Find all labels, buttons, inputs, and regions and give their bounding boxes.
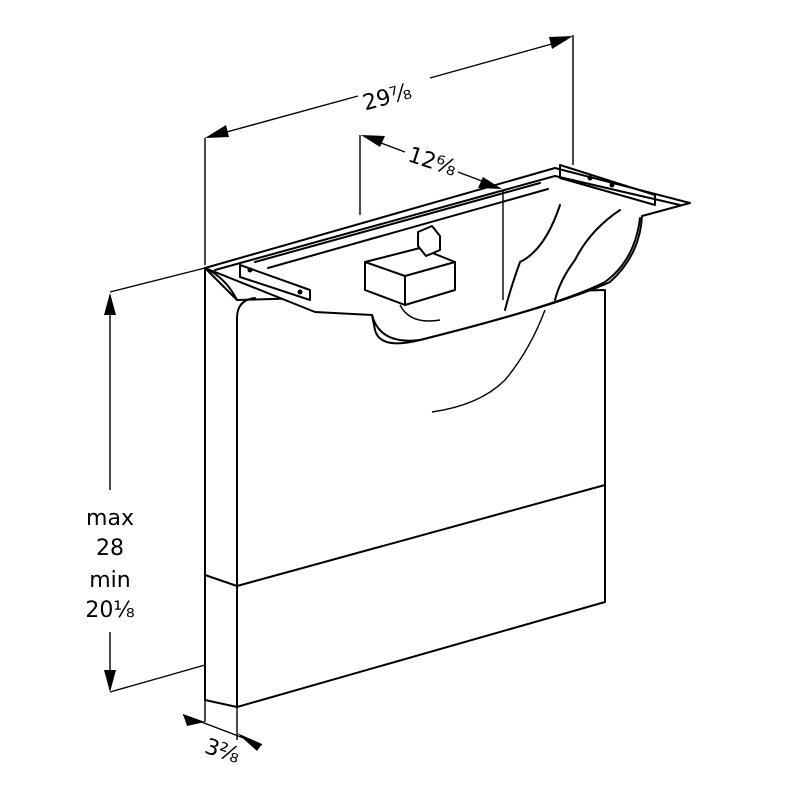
height-max-label: max [86,506,134,531]
basin-offset-label: 12⁶⁄₈ [405,143,460,182]
plinth-line [204,484,606,587]
depth-dimension [182,700,263,751]
height-dimension [104,267,206,693]
overall-width-dimension [204,35,574,265]
cabinet-body [204,267,606,708]
basin-offset-dimension [359,135,504,300]
height-min-label: min [89,568,131,593]
drain-valve [417,225,441,257]
height-min-value: 20⅛ [85,598,134,623]
basin-top [204,164,691,413]
height-max-value: 28 [96,536,124,561]
overall-width-label: 29⅞ [360,79,414,116]
